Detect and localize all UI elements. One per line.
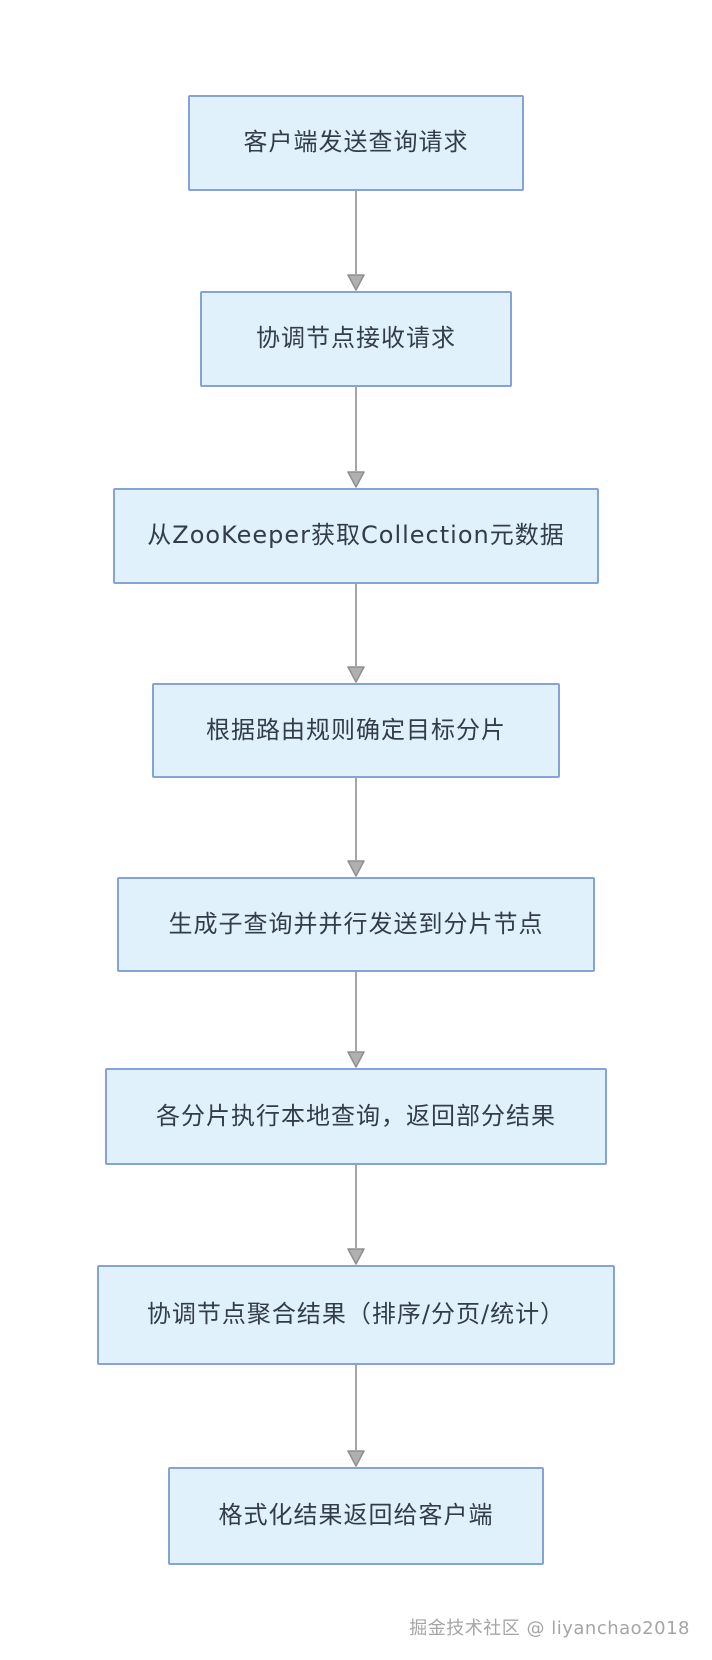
flow-arrow-5-to-6 (347, 972, 365, 1068)
flow-arrow-6-to-7 (347, 1165, 365, 1265)
flow-step-label: 生成子查询并并行发送到分片节点 (168, 909, 544, 938)
flow-arrow-7-to-8 (347, 1365, 365, 1467)
flow-step-label: 根据路由规则确定目标分片 (206, 715, 506, 744)
arrow-line (355, 584, 357, 666)
flow-step-label: 格式化结果返回给客户端 (218, 1501, 494, 1530)
flow-step-label: 协调节点接收请求 (256, 324, 456, 353)
flow-arrow-1-to-2 (347, 191, 365, 291)
arrow-down-icon (347, 666, 365, 683)
arrow-down-icon (347, 471, 365, 488)
flow-arrow-3-to-4 (347, 584, 365, 683)
flow-step-8: 格式化结果返回给客户端 (168, 1467, 544, 1565)
arrow-line (355, 1165, 357, 1248)
arrow-line (355, 1365, 357, 1450)
flow-step-5: 生成子查询并并行发送到分片节点 (117, 877, 595, 972)
flow-step-label: 协调节点聚合结果（排序/分页/统计） (146, 1300, 566, 1329)
flow-step-2: 协调节点接收请求 (200, 291, 512, 387)
flow-step-7: 协调节点聚合结果（排序/分页/统计） (97, 1265, 615, 1365)
arrow-line (355, 972, 357, 1051)
flow-step-4: 根据路由规则确定目标分片 (152, 683, 560, 778)
arrow-down-icon (347, 1450, 365, 1467)
flow-arrow-4-to-5 (347, 778, 365, 877)
flow-step-3: 从ZooKeeper获取Collection元数据 (113, 488, 599, 584)
flow-arrow-2-to-3 (347, 387, 365, 488)
arrow-down-icon (347, 1248, 365, 1265)
arrow-line (355, 778, 357, 860)
flow-step-label: 从ZooKeeper获取Collection元数据 (147, 521, 565, 550)
watermark-text: 掘金技术社区 @ liyanchao2018 (409, 1618, 690, 1639)
arrow-down-icon (347, 860, 365, 877)
flow-step-6: 各分片执行本地查询，返回部分结果 (105, 1068, 607, 1165)
arrow-down-icon (347, 274, 365, 291)
flow-step-label: 各分片执行本地查询，返回部分结果 (156, 1101, 556, 1130)
arrow-line (355, 387, 357, 471)
flow-step-1: 客户端发送查询请求 (188, 95, 524, 191)
flow-step-label: 客户端发送查询请求 (243, 128, 469, 157)
arrow-down-icon (347, 1051, 365, 1068)
arrow-line (355, 191, 357, 274)
